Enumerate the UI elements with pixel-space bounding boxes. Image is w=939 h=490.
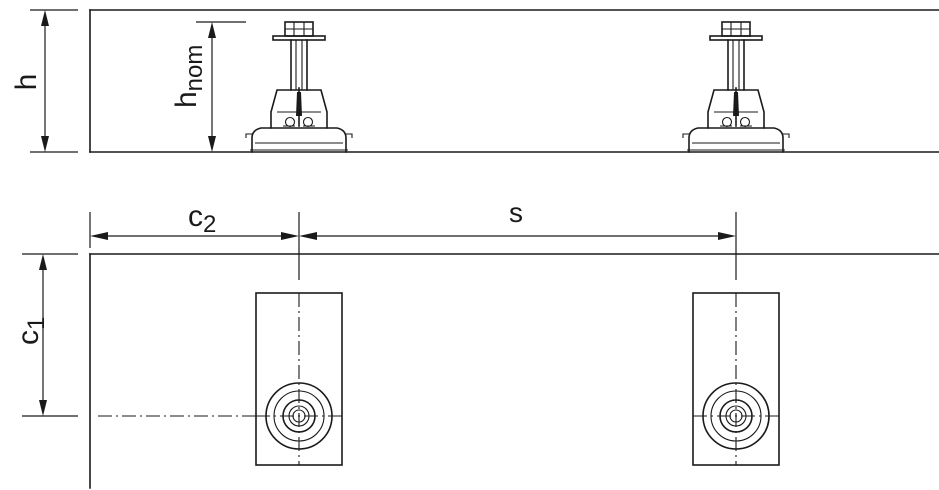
s-label: s [509,197,523,228]
elevation-view: h hnom [10,9,939,153]
c1-main: c [12,330,45,345]
anchor-plan-right [692,292,780,466]
anchor-elevation-right [682,21,790,153]
c2-main: c [188,200,203,233]
h-label: h [10,74,43,91]
h-nom-sub: nom [181,45,208,92]
anchor-plan-left [255,292,343,466]
c1-dimension [22,253,78,417]
c1-sub: 1 [23,317,50,330]
c2-s-dimension [89,212,737,280]
c2-label: c2 [188,200,216,238]
c2-sub: 2 [203,211,216,238]
h-nom-dimension [196,21,246,152]
h-nom-main: h [170,91,203,108]
h-nom-label: hnom [170,45,208,108]
anchor-elevation-left [245,21,353,153]
c1-label: c1 [12,317,50,345]
plan-view: c2 s c1 [12,197,939,489]
h-dimension [30,9,78,153]
